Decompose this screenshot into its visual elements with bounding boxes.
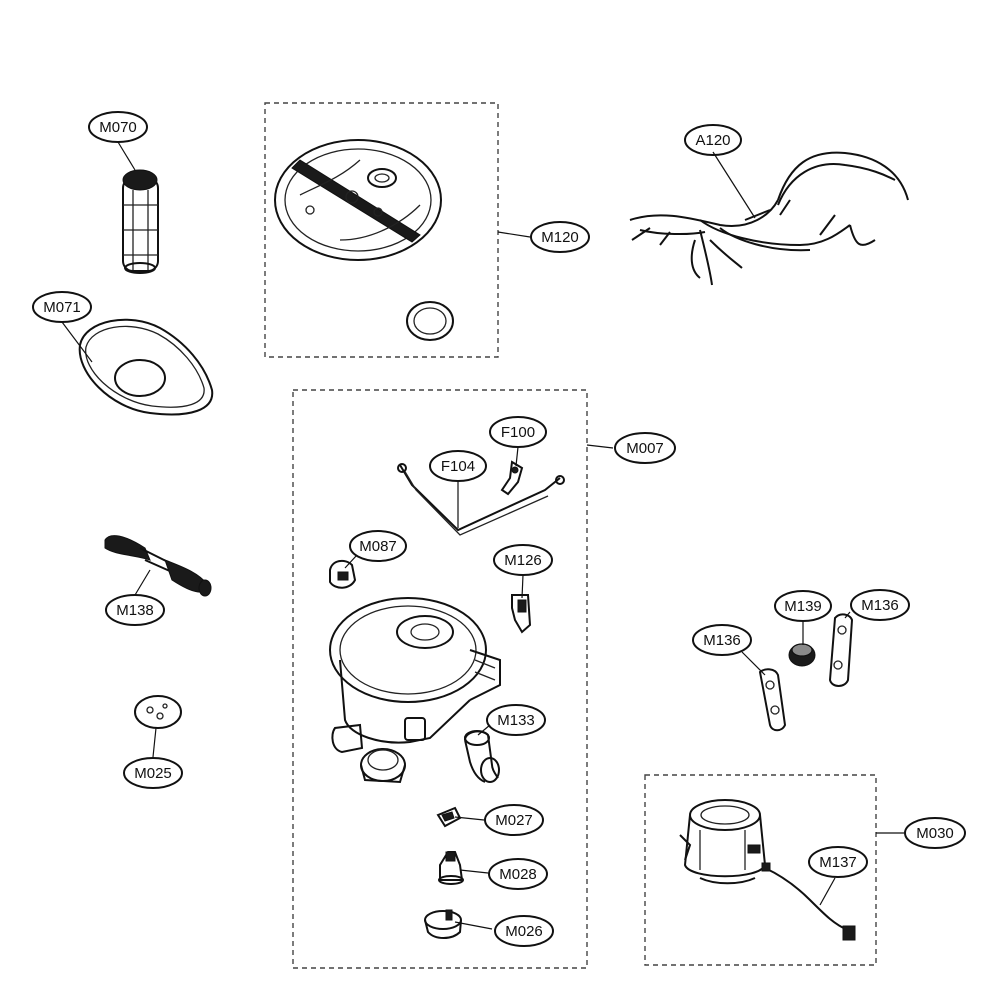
- part-m025-disc: [134, 695, 182, 729]
- part-m026-cap: [424, 909, 462, 939]
- label-m026: M026: [494, 915, 554, 947]
- label-m136-right: M136: [850, 589, 910, 621]
- part-m138-hose: [104, 535, 212, 597]
- svg-text:A120: A120: [695, 132, 730, 149]
- label-m007: M007: [614, 432, 676, 464]
- svg-text:M136: M136: [703, 632, 741, 649]
- svg-text:F104: F104: [441, 458, 475, 475]
- part-m028-valve: [438, 851, 464, 885]
- svg-text:M028: M028: [499, 866, 537, 883]
- part-m120-spray-arm: [274, 139, 454, 341]
- label-m028: M028: [488, 858, 548, 890]
- label-f104: F104: [429, 450, 487, 482]
- svg-text:M071: M071: [43, 299, 81, 316]
- svg-text:M137: M137: [819, 854, 857, 871]
- svg-text:F100: F100: [501, 424, 535, 441]
- label-m087: M087: [349, 530, 407, 562]
- svg-text:M027: M027: [495, 812, 533, 829]
- label-m126: M126: [493, 544, 553, 576]
- label-m120: M120: [530, 221, 590, 253]
- part-m136-left-bracket: [758, 668, 787, 732]
- svg-text:M138: M138: [116, 602, 154, 619]
- svg-text:M030: M030: [916, 825, 954, 842]
- part-f104-rail: [397, 463, 565, 536]
- label-m027: M027: [484, 804, 544, 836]
- part-f100-bracket: [500, 460, 524, 496]
- svg-text:M126: M126: [504, 552, 542, 569]
- label-m136-left: M136: [692, 624, 752, 656]
- part-m071-filter-plate: [78, 318, 214, 416]
- part-m133-elbow: [464, 730, 500, 783]
- group-box-m007: [292, 389, 588, 969]
- part-m126-bracket: [511, 594, 532, 634]
- svg-text:M139: M139: [784, 598, 822, 615]
- svg-text:M007: M007: [626, 440, 664, 457]
- part-m139-grommet: [788, 643, 816, 667]
- label-a120: A120: [684, 124, 742, 156]
- label-f100: F100: [489, 416, 547, 448]
- svg-text:M026: M026: [505, 923, 543, 940]
- part-m030-pump: [679, 799, 767, 885]
- label-m137: M137: [808, 846, 868, 878]
- group-box-m120: [264, 102, 499, 358]
- svg-text:M070: M070: [99, 119, 137, 136]
- label-m030: M030: [904, 817, 966, 849]
- part-m137-cable: [761, 862, 856, 941]
- part-m087-clip: [329, 559, 357, 589]
- svg-text:M120: M120: [541, 229, 579, 246]
- label-m138: M138: [105, 594, 165, 626]
- svg-text:M133: M133: [497, 712, 535, 729]
- part-m070-filter: [122, 169, 159, 274]
- part-m136-right-bracket: [828, 613, 854, 687]
- part-a120-wire-harness: [629, 151, 909, 286]
- label-m025: M025: [123, 757, 183, 789]
- label-m071: M071: [32, 291, 92, 323]
- svg-text:M025: M025: [134, 765, 172, 782]
- part-sump-assembly: [329, 597, 501, 784]
- leader-lines: [61, 141, 904, 930]
- group-box-m030: [644, 774, 877, 966]
- label-m070: M070: [88, 111, 148, 143]
- label-m139: M139: [774, 590, 832, 622]
- svg-text:M136: M136: [861, 597, 899, 614]
- label-m133: M133: [486, 704, 546, 736]
- svg-text:M087: M087: [359, 538, 397, 555]
